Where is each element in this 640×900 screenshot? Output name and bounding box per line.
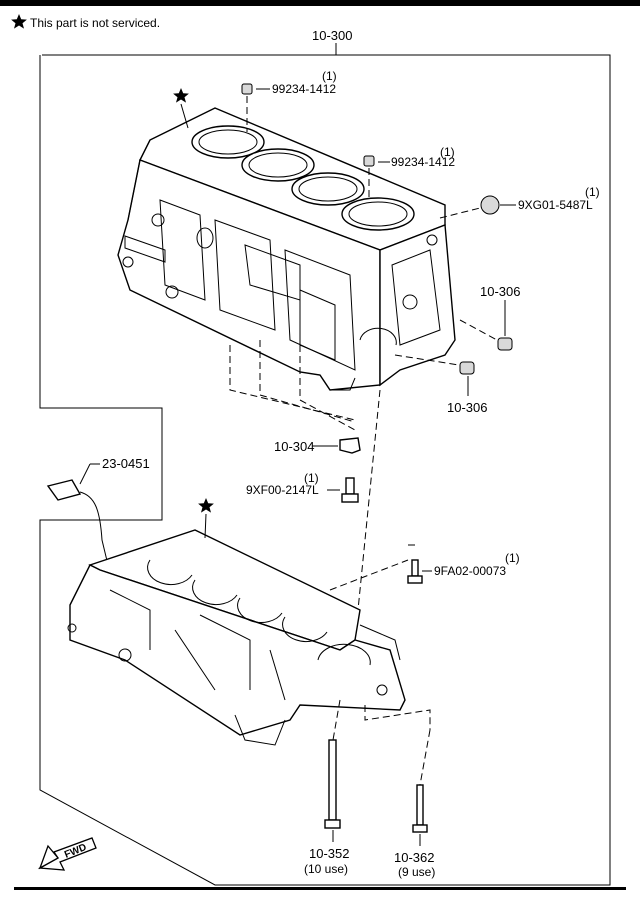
label-long-bolt-use: (9 use)	[398, 865, 435, 879]
label-10-300: 10-300	[312, 28, 352, 43]
bottom-rule	[14, 887, 626, 890]
note-text: This part is not serviced.	[30, 16, 160, 30]
dowel-lower: 10-306	[394, 354, 487, 415]
star-icon	[173, 88, 189, 103]
fwd-label: FWD	[63, 842, 88, 861]
label-plug-side: 9XG01-5487L	[518, 198, 593, 212]
label-main-bolt-use: (10 use)	[304, 862, 348, 876]
label-plug-side-qty: (1)	[585, 185, 600, 199]
bracket-bolt: (1) 9XF00-2147L	[246, 471, 359, 503]
star-icon	[11, 14, 27, 29]
label-bracket-bolt-qty: (1)	[304, 471, 319, 485]
case-bolt: (1) 9FA02-00073	[329, 544, 520, 591]
label-case-bolt: 9FA02-00073	[434, 564, 506, 578]
label-plug-mid: 99234-1412	[391, 155, 455, 169]
label-plug-mid-qty: (1)	[440, 145, 455, 159]
not-serviced-note: This part is not serviced.	[11, 14, 160, 30]
label-sensor: 23-0451	[102, 456, 150, 471]
cylinder-block	[117, 107, 456, 391]
bracket: 10-304	[274, 437, 361, 454]
lower-case	[67, 529, 406, 746]
label-dowel-lower: 10-306	[447, 400, 487, 415]
assembly-frame	[39, 54, 611, 886]
plug-mid: (1) 99234-1412	[363, 145, 455, 200]
label-bracket: 10-304	[274, 439, 314, 454]
label-plug-top: 99234-1412	[272, 82, 336, 96]
label-case-bolt-qty: (1)	[505, 551, 520, 565]
label-main-bolt: 10-352	[309, 846, 349, 861]
long-bolt: 10-362 (9 use)	[394, 784, 435, 879]
sensor: 23-0451	[46, 456, 150, 566]
label-bracket-bolt: 9XF00-2147L	[246, 483, 319, 497]
label-dowel-upper: 10-306	[480, 284, 520, 299]
label-long-bolt: 10-362	[394, 850, 434, 865]
main-bolt: 10-352 (10 use)	[304, 739, 349, 876]
dowel-upper: 10-306	[459, 284, 520, 351]
top-rule	[0, 0, 640, 6]
fwd-arrow-icon: FWD	[37, 837, 97, 871]
star-icon	[198, 498, 214, 513]
plug-side: (1) 9XG01-5487L	[439, 185, 600, 219]
label-plug-top-qty: (1)	[322, 69, 337, 83]
plug-top: (1) 99234-1412	[241, 69, 337, 132]
